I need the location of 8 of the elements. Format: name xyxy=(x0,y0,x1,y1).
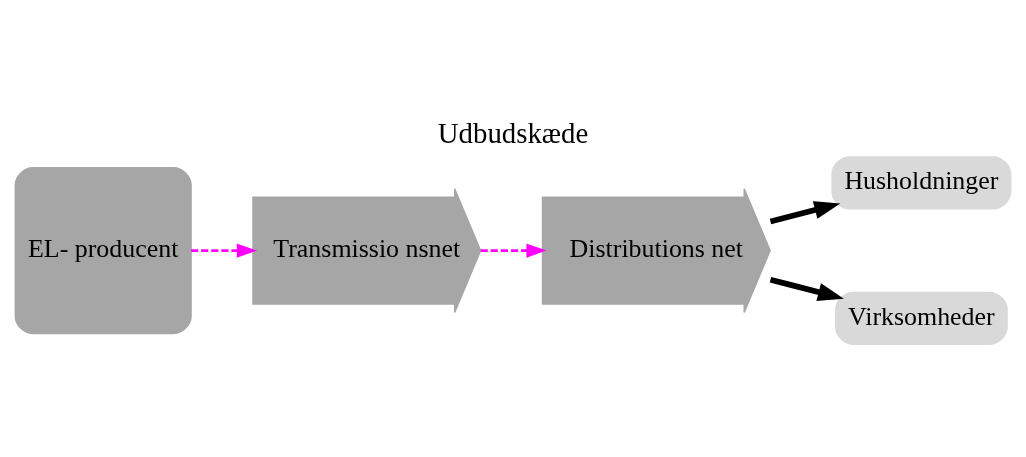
diagram-title: Udbudskæde xyxy=(437,116,589,149)
node-box: Husholdninger xyxy=(831,155,1012,210)
arrow xyxy=(191,243,257,258)
arrow xyxy=(769,276,844,301)
node-box: Virksomheder xyxy=(834,291,1008,345)
node-box: EL- producent xyxy=(14,166,192,334)
arrow xyxy=(769,200,841,224)
arrow xyxy=(480,243,547,258)
